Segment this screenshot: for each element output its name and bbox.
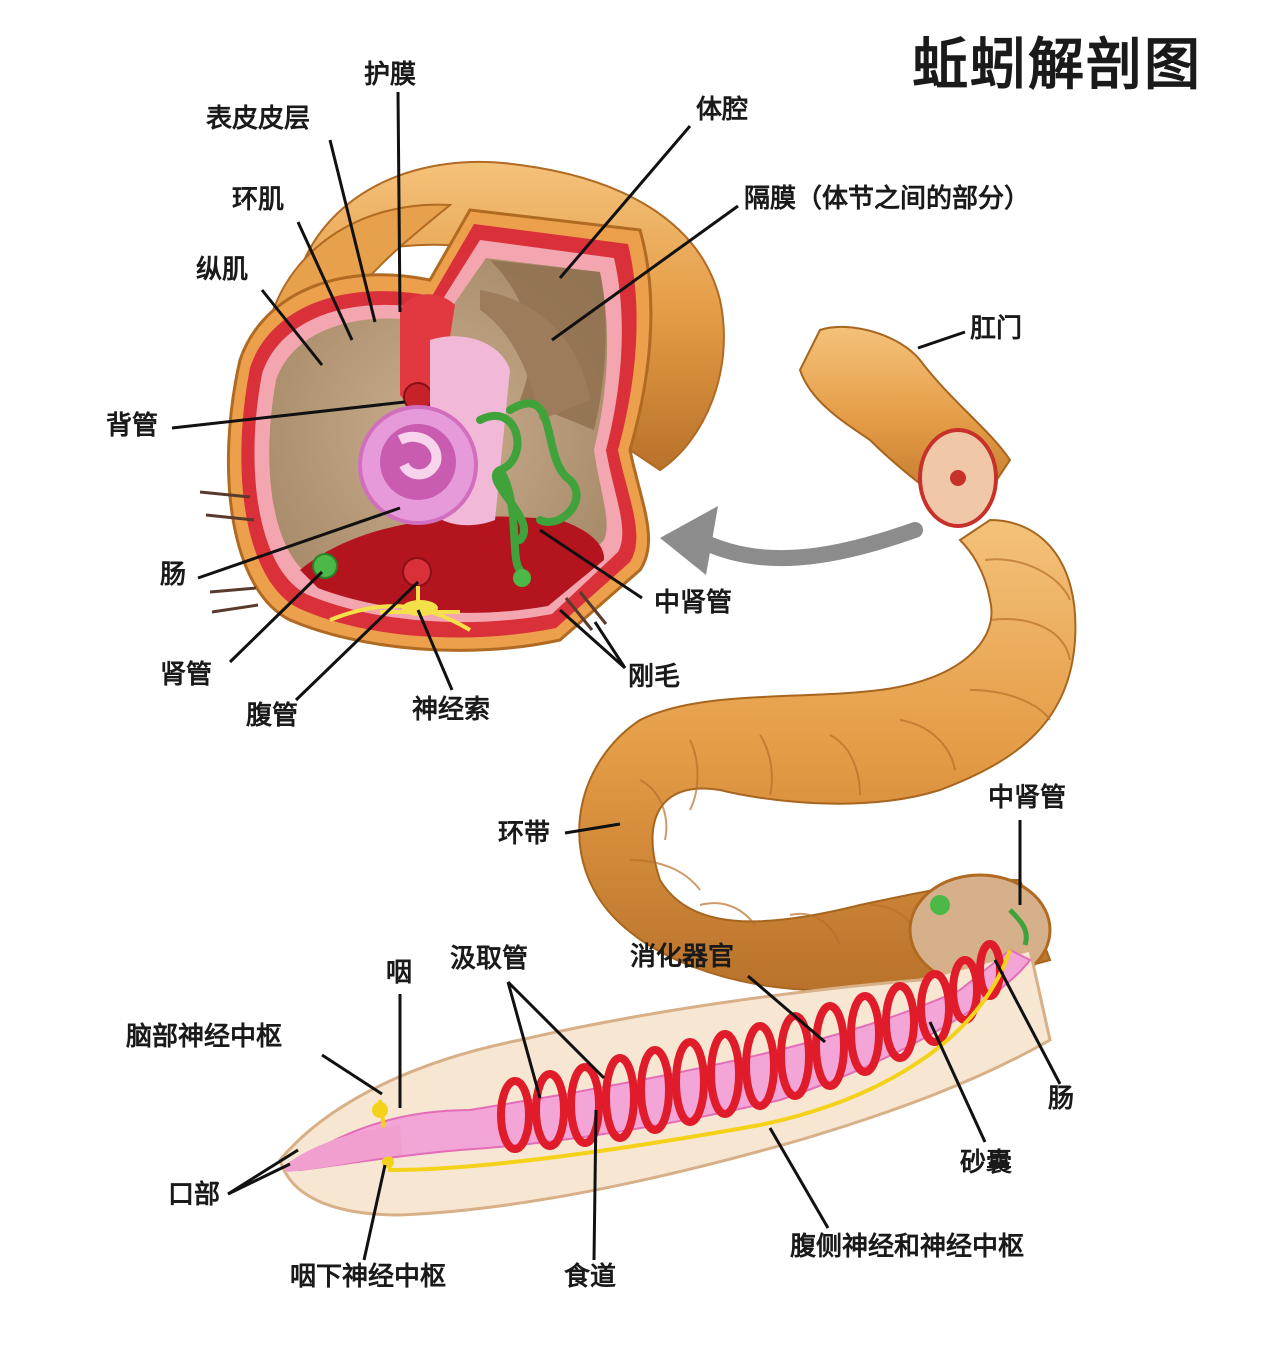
label-gang-mao: 刚毛 (628, 662, 681, 692)
cross-section-diagram (199, 160, 725, 652)
label-ge-mo: 隔膜（体节之间的部分） (744, 184, 1031, 214)
label-zong-ji: 纵肌 (196, 255, 249, 285)
label-yan-xia: 咽下神经中枢 (290, 1262, 447, 1292)
label-kou-bu: 口部 (168, 1180, 221, 1210)
label-biao-pi: 表皮皮层 (206, 104, 311, 134)
label-zhong-shen-guan-cross: 中肾管 (654, 588, 733, 618)
label-fu-guan: 腹管 (246, 701, 299, 731)
label-chang-cross: 肠 (160, 560, 187, 590)
direction-arrow (692, 522, 923, 567)
label-shi-dao: 食道 (564, 1262, 617, 1292)
arrow-head-icon (660, 506, 718, 575)
label-shen-guan: 肾管 (160, 660, 213, 690)
label-ji-qu-guan: 汲取管 (450, 944, 529, 974)
leader-lines (171, 91, 1062, 1261)
label-huan-ji: 环肌 (232, 185, 285, 215)
label-yan: 咽 (386, 958, 413, 988)
label-shen-jing-suo: 神经索 (412, 695, 491, 725)
label-nao-bu: 脑部神经中枢 (126, 1022, 283, 1052)
label-chang-worm: 肠 (1048, 1084, 1075, 1114)
label-zhong-shen-guan-worm: 中肾管 (988, 783, 1067, 813)
label-ti-qiang: 体腔 (696, 95, 749, 125)
diagram-title: 蚯蚓解剖图 (912, 33, 1202, 98)
label-fu-ce-shen-jing: 腹侧神经和神经中枢 (790, 1232, 1025, 1262)
label-huan-dai: 环带 (498, 819, 551, 849)
label-xiao-hua-qi-guan: 消化器官 (630, 942, 735, 972)
label-bei-guan: 背管 (106, 411, 159, 441)
label-gang-men: 肛门 (970, 314, 1023, 344)
label-hu-mo: 护膜 (364, 60, 417, 90)
whole-worm-diagram (278, 325, 1077, 1217)
label-sha-nang: 砂囊 (960, 1148, 1013, 1178)
